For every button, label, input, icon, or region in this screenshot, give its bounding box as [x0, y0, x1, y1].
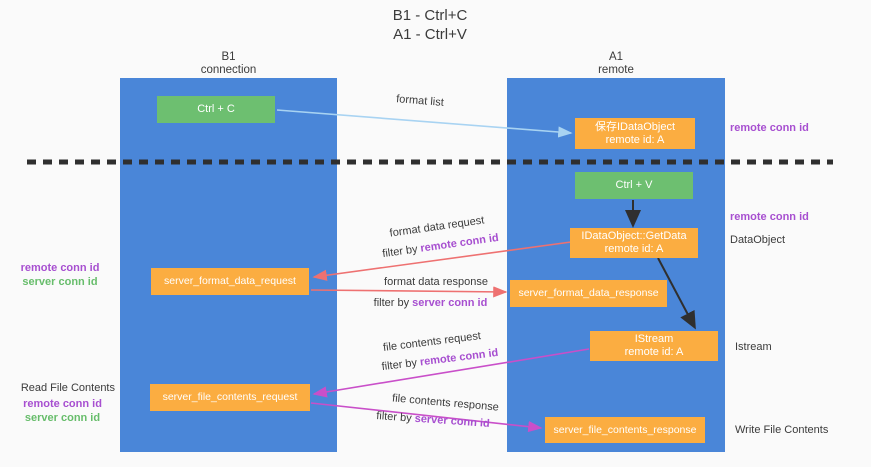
format-data-response-label: format data response — [384, 276, 488, 288]
format-list-label: format list — [395, 93, 445, 109]
format-data-response-arrow — [310, 286, 508, 298]
save-idataobject-box: 保存IDataObject remote id: A — [575, 118, 695, 149]
title-line-2: A1 - Ctrl+V — [393, 26, 467, 43]
filter-value-1: remote conn id — [419, 231, 500, 255]
server-file-contents-request-box: server_file_contents_request — [150, 384, 310, 411]
filter-value-3: remote conn id — [419, 346, 499, 369]
getdata-line2: remote id: A — [604, 243, 664, 255]
read-file-contents-label: Read File Contents — [20, 382, 115, 394]
filter-prefix-4: filter by — [375, 410, 413, 425]
filter-prefix-1: filter by — [381, 243, 419, 261]
dataobject-label: DataObject — [730, 234, 786, 246]
save-idataobject-line2: remote id: A — [605, 133, 665, 146]
filter-value-2: server conn id — [412, 297, 488, 309]
getdata-line1: IDataObject::GetData — [581, 230, 687, 242]
remote-conn-id-label-top-right: remote conn id — [730, 122, 809, 134]
istream-side-label: Istream — [735, 341, 772, 353]
lane-a1-name: A1 — [608, 51, 624, 63]
server-format-data-response-box: server_format_data_response — [510, 280, 667, 307]
istream-box: IStream remote id: A — [590, 331, 718, 361]
file-request-label: server_file_contents_request — [162, 391, 298, 403]
remote-conn-id-label-left-bottom: remote conn id — [23, 398, 102, 410]
format-response-label: server_format_data_response — [518, 287, 659, 299]
file-response-label: server_file_contents_response — [553, 423, 697, 436]
filter-prefix-3: filter by — [381, 356, 418, 374]
istream-line2: remote id: A — [624, 346, 684, 358]
server-conn-id-label-left-mid: server conn id — [22, 276, 98, 288]
format-request-label: server_format_data_request — [164, 275, 296, 287]
lane-a1-role: remote — [598, 64, 634, 76]
lane-header-b1: B1 connection — [120, 51, 337, 77]
filter-prefix-2: filter by — [373, 297, 410, 309]
ctrl-v-box: Ctrl + V — [575, 172, 693, 199]
server-file-contents-response-box: server_file_contents_response — [545, 417, 705, 443]
filter-value-4: server conn id — [414, 412, 491, 430]
lane-b1-role: connection — [200, 64, 257, 76]
remote-conn-id-label-left-mid: remote conn id — [20, 262, 100, 274]
ctrl-c-box: Ctrl + C — [157, 96, 275, 123]
save-idataobject-line1: 保存IDataObject — [594, 120, 676, 133]
idataobject-getdata-box: IDataObject::GetData remote id: A — [570, 228, 698, 258]
server-conn-id-label-left-bottom: server conn id — [24, 412, 101, 424]
server-format-data-request-box: server_format_data_request — [151, 268, 309, 295]
remote-conn-id-label-mid-right: remote conn id — [730, 211, 809, 223]
diagram-title: B1 - Ctrl+C A1 - Ctrl+V — [330, 6, 530, 44]
istream-line1: IStream — [634, 333, 674, 345]
lane-b1-name: B1 — [221, 51, 236, 63]
write-file-contents-label: Write File Contents — [735, 424, 829, 436]
title-line-1: B1 - Ctrl+C — [392, 7, 468, 24]
ctrl-v-label: Ctrl + V — [615, 179, 653, 191]
ctrl-c-label: Ctrl + C — [197, 103, 235, 115]
lane-header-a1: A1 remote — [507, 51, 725, 77]
